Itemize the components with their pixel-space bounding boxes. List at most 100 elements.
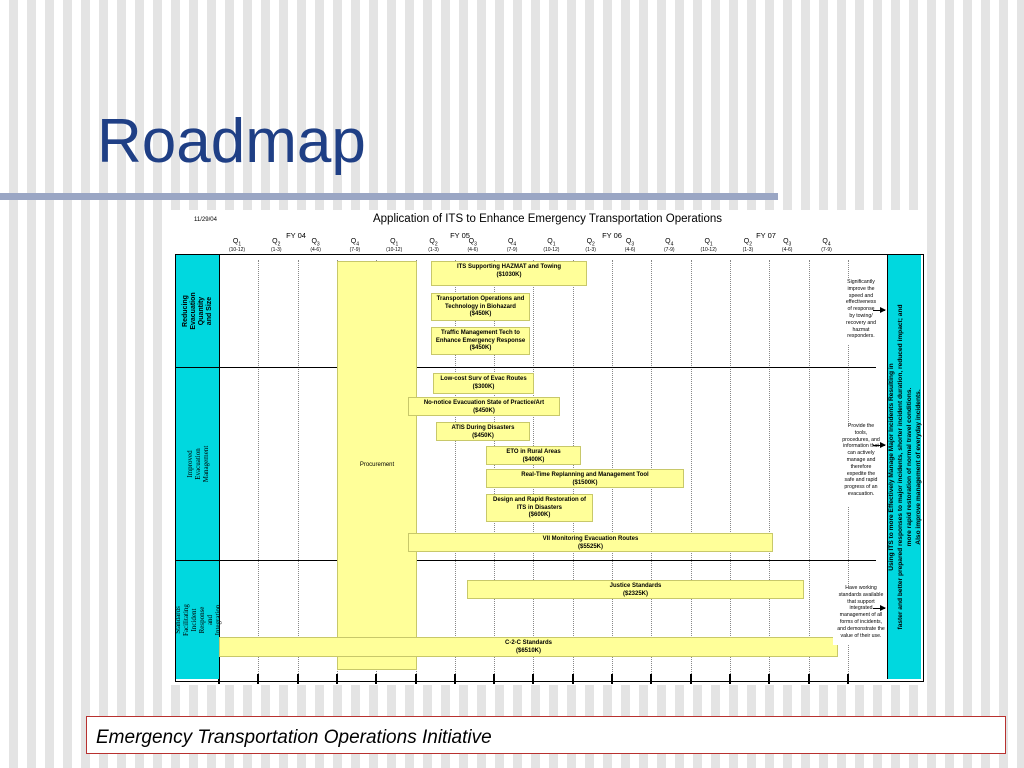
fiscal-year-fy07: FY 07: [756, 231, 776, 240]
bar-label: Low-cost Surv of Evac Routes ($300K): [440, 376, 527, 390]
quarter-prefix: Q: [704, 238, 710, 245]
quarter-label: Q4: [508, 238, 516, 247]
quarter-label: Q4: [665, 238, 673, 247]
quarter-number: 2: [277, 241, 281, 248]
slide-title: Roadmap: [97, 107, 366, 176]
footer-title: Emergency Transportation Operations Init…: [96, 727, 492, 748]
grid-line: [297, 260, 299, 684]
timeline-tick: [807, 674, 810, 684]
grid-line: [729, 260, 731, 684]
quarter-label: Q1: [547, 238, 555, 247]
quarter-prefix: Q: [350, 238, 357, 245]
quarter-months: (1-3): [428, 247, 439, 253]
timeline-tick: [768, 674, 771, 684]
bar-label: Transportation Operations and Technology…: [436, 296, 525, 317]
grid-line: [769, 260, 771, 684]
bar-traffic-mgmt-tech: Traffic Management Tech to Enhance Emerg…: [431, 327, 530, 355]
timeline-tick: [728, 674, 731, 684]
timeline-tick: [218, 674, 220, 684]
bar-eto-rural: ETO in Rural Areas ($400K): [486, 446, 581, 465]
quarter-prefix: Q: [625, 238, 632, 245]
category-label: Reducing Evacuation Quantity and Size: [181, 292, 213, 330]
quarter-months: (1-3): [585, 247, 596, 253]
quarter-label: Q3: [626, 238, 634, 247]
outcome-note-evacuation: Provide the tools, procedures, and infor…: [835, 423, 887, 507]
category-reducing-evacuation: Reducing Evacuation Quantity and Size: [176, 255, 220, 367]
category-label: Improved Evacuation Management: [185, 445, 210, 483]
title-underline: [0, 193, 778, 200]
quarter-months: (7-9): [664, 247, 675, 253]
bar-no-notice-evac: No-notice Evacuation State of Practice/A…: [408, 397, 560, 416]
quarter-prefix: Q: [783, 238, 789, 245]
timeline-tick: [257, 674, 260, 684]
quarter-number: 1: [395, 241, 399, 248]
timeline-tick: [375, 674, 378, 684]
quarter-months: (10-12): [386, 247, 403, 253]
footer: Emergency Transportation Operations Init…: [86, 716, 1006, 754]
timeline-tick: [296, 674, 299, 684]
bar-label: VII Monitoring Evacuation Routes ($5525K…: [542, 536, 639, 550]
quarter-number: 4: [670, 241, 674, 248]
bar-label: No-notice Evacuation State of Practice/A…: [423, 400, 545, 414]
fiscal-year-fy06: FY 06: [602, 231, 622, 240]
timeline-tick: [532, 674, 535, 684]
quarter-label: Q2: [587, 238, 595, 247]
quarter-number: 4: [513, 241, 517, 248]
quarter-number: 3: [474, 241, 477, 248]
quarter-number: 2: [434, 241, 438, 248]
bar-label: C-2-C Standards ($6510K): [504, 640, 552, 654]
bar-label: Procurement: [359, 461, 395, 468]
bar-label: ATIS During Disasters ($450K): [451, 425, 515, 439]
quarter-number: 3: [788, 241, 792, 248]
quarter-number: 2: [749, 241, 753, 248]
quarter-months: (4-6): [310, 247, 321, 253]
quarter-number: 1: [552, 241, 556, 248]
roadmap-title: Application of ITS to Enhance Emergency …: [372, 213, 723, 225]
quarter-months: (7-9): [349, 247, 361, 253]
bar-label: Design and Rapid Restoration of ITS in D…: [492, 497, 586, 518]
grid-line: [454, 260, 456, 684]
bar-c2c-standards: C-2-C Standards ($6510K): [219, 637, 838, 657]
quarter-months: (10-12): [543, 247, 560, 253]
roadmap-date: 11/29/04: [194, 217, 217, 223]
quarter-months: (1-3): [271, 247, 282, 253]
roadmap-chart: 11/29/04 Application of ITS to Enhance E…: [170, 210, 925, 685]
fiscal-year-fy04: FY 04: [286, 231, 306, 240]
quarter-number: 2: [592, 241, 595, 248]
grid-line: [808, 260, 810, 684]
category-standards: Standards Facilitating Incident Response…: [174, 561, 222, 679]
quarter-label: Q4: [351, 238, 359, 247]
quarter-prefix: Q: [232, 238, 239, 245]
roadmap-frame: [175, 254, 924, 682]
timeline-tick: [650, 674, 653, 684]
bar-label: Traffic Management Tech to Enhance Emerg…: [435, 330, 526, 351]
quarter-prefix: Q: [586, 238, 593, 245]
quarter-prefix: Q: [311, 238, 317, 245]
outcome-note-towing: Significantly improve the speed and effe…: [835, 279, 887, 345]
timeline-tick: [335, 674, 338, 684]
bar-label: Justice Standards ($2325K): [609, 583, 662, 597]
bar-rapid-restoration: Design and Rapid Restoration of ITS in D…: [486, 494, 593, 522]
timeline-tick: [453, 674, 456, 684]
quarter-number: 1: [709, 241, 713, 248]
quarter-label: Q2: [744, 238, 752, 247]
fiscal-year-fy05: FY 05: [450, 231, 470, 240]
arrow-right-icon: [873, 605, 886, 611]
quarter-prefix: Q: [743, 238, 750, 245]
category-divider: [175, 560, 219, 561]
quarter-prefix: Q: [665, 238, 671, 245]
bar-label: Real-Time Replanning and Management Tool…: [521, 472, 649, 486]
quarter-label: Q3: [311, 238, 319, 247]
row-divider: [219, 367, 876, 368]
quarter-months: (10-12): [228, 247, 246, 253]
grid-line: [690, 260, 692, 684]
quarter-number: 4: [356, 241, 360, 248]
bar-label: ETO in Rural Areas ($400K): [506, 449, 561, 463]
grid-line: [258, 260, 260, 684]
arrow-right-icon: [873, 442, 886, 448]
quarter-number: 3: [316, 241, 320, 248]
outcome-band: Using ITS to more Effectively Manage Maj…: [887, 255, 922, 679]
procurement-bar: Procurement: [337, 261, 417, 670]
quarter-label: Q2: [272, 238, 280, 247]
timeline-tick: [571, 674, 574, 684]
